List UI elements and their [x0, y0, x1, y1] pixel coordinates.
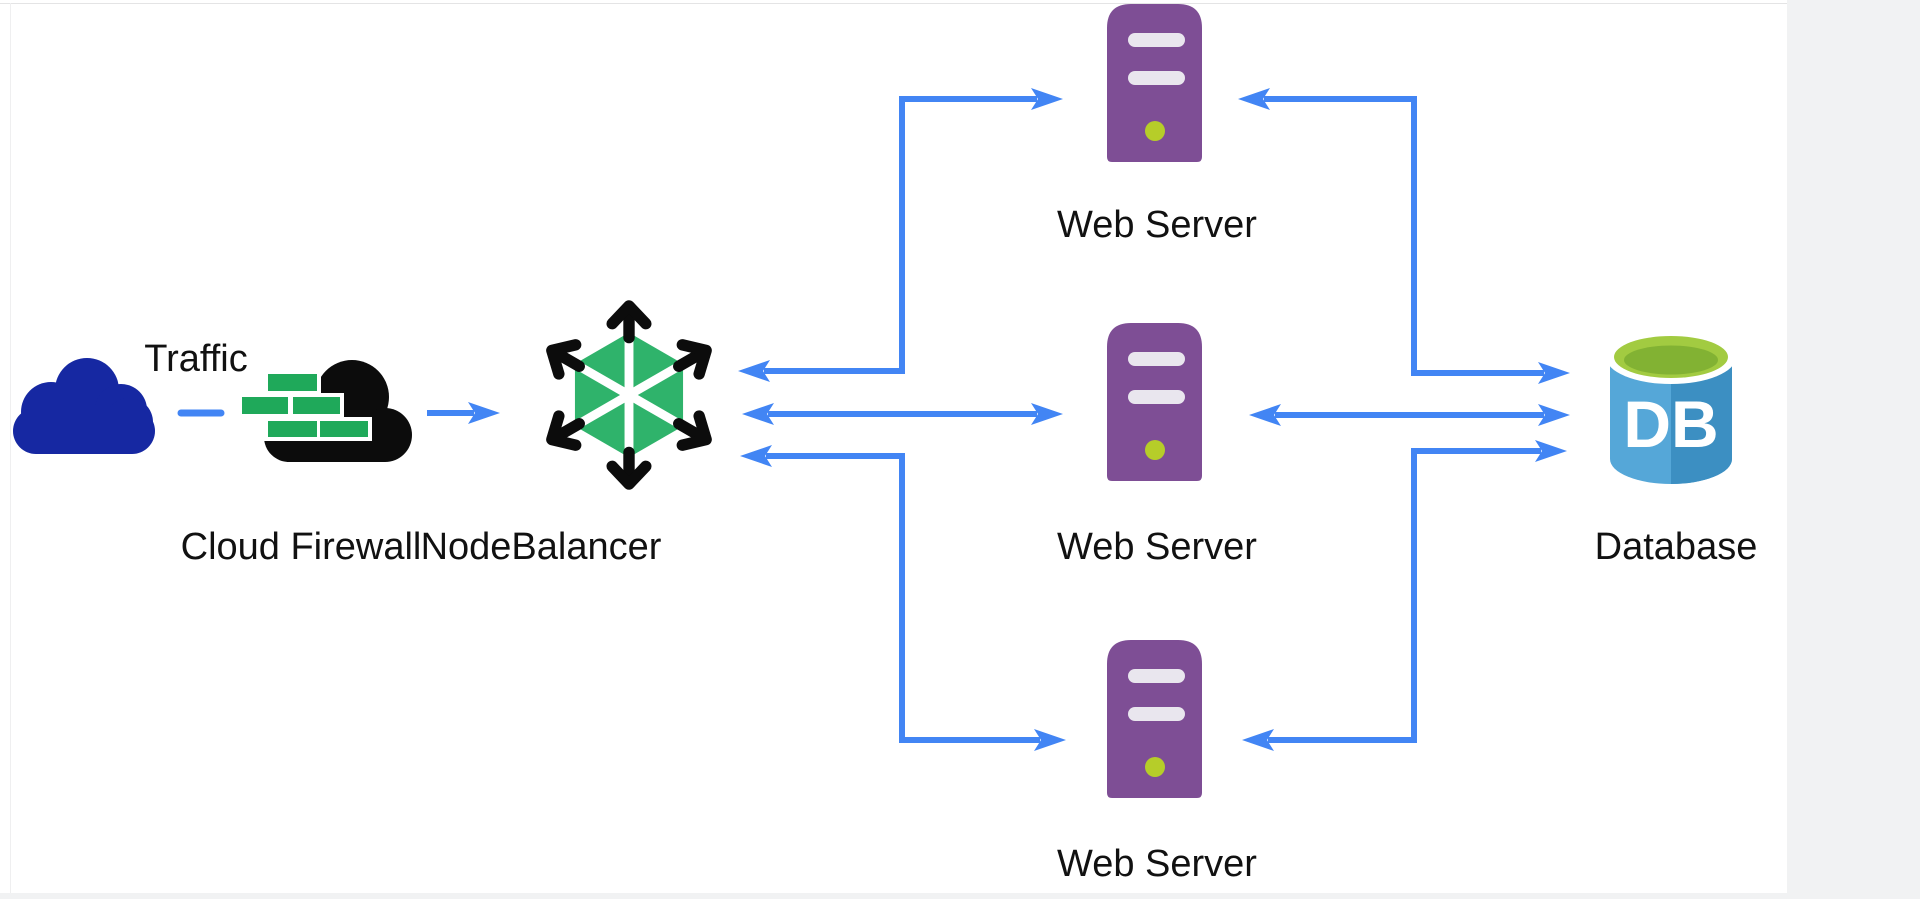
connector-webserver-middle-database [1249, 404, 1570, 426]
connector-webserver-bottom-database [1242, 440, 1567, 751]
label-traffic: Traffic [144, 338, 248, 380]
connectors-layer [177, 88, 1570, 751]
canvas-left-border [10, 3, 11, 893]
webserver-middle-icon [1107, 323, 1202, 481]
database-icon-text: DB [1623, 387, 1718, 461]
nodebalancer-icon [530, 292, 728, 498]
connector-webserver-top-database [1238, 88, 1570, 384]
firewall-bricks [242, 374, 368, 437]
connector-nodebalancer-webserver-bottom [740, 445, 1066, 751]
connector-nodebalancer-webserver-middle [742, 403, 1063, 425]
label-database: Database [1594, 526, 1758, 568]
label-webserver-middle: Web Server [1057, 526, 1257, 568]
label-nodebalancer: NodeBalancer [420, 526, 662, 568]
canvas-top-border [0, 3, 1787, 4]
label-webserver-bottom: Web Server [1057, 843, 1257, 885]
label-webserver-top: Web Server [1057, 204, 1257, 246]
label-cloud-firewall: Cloud Firewall [180, 526, 422, 568]
diagram-canvas: DB Traffic Cloud Firewall NodeBalancer W… [0, 0, 1787, 893]
connector-nodebalancer-webserver-top [738, 88, 1063, 382]
webserver-bottom-icon [1107, 640, 1202, 798]
cloud-firewall-icon [238, 360, 412, 462]
connector-firewall-nodebalancer [427, 402, 500, 424]
webserver-top-icon [1107, 4, 1202, 162]
traffic-cloud-icon [13, 358, 155, 454]
database-icon: DB [1606, 330, 1736, 484]
